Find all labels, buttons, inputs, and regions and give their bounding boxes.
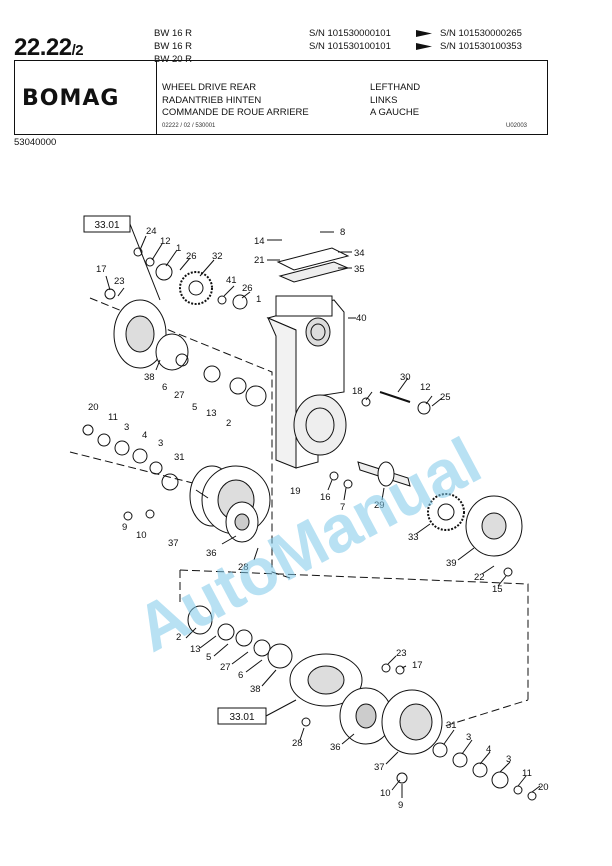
part-number: 53040000 <box>14 137 57 148</box>
callout: 22 <box>474 572 485 583</box>
callout: 15 <box>492 584 503 595</box>
callout: 29 <box>374 500 385 511</box>
callout: 10 <box>380 788 391 799</box>
callout: 8 <box>340 227 345 238</box>
arrow-right-icon <box>416 43 432 50</box>
callout: 31 <box>174 452 185 463</box>
reference-box <box>217 707 267 725</box>
callout: 19 <box>290 486 301 497</box>
callout: 5 <box>206 652 211 663</box>
serial-from-line: S/N 101530100101 <box>309 41 391 52</box>
callout: 5 <box>192 402 197 413</box>
side-line: A GAUCHE <box>370 107 420 118</box>
callout: 6 <box>238 670 243 681</box>
callout: 13 <box>190 644 201 655</box>
callout: 9 <box>122 522 127 533</box>
callout: 4 <box>486 744 491 755</box>
callout: 9 <box>398 800 403 811</box>
callout: 17 <box>96 264 107 275</box>
callout: 34 <box>354 248 365 259</box>
callout: 10 <box>136 530 147 541</box>
callout: 28 <box>292 738 303 749</box>
callout: 3 <box>466 732 471 743</box>
callout: 23 <box>396 648 407 659</box>
reference-box <box>83 215 131 233</box>
assembly-title: WHEEL DRIVE REAR RADANTRIEB HINTEN COMMA… <box>162 82 309 120</box>
callout: 31 <box>446 720 457 731</box>
callout: 39 <box>446 558 457 569</box>
callout: 41 <box>226 275 237 286</box>
reference-box-label: 33.01 <box>229 712 254 723</box>
callout: 27 <box>220 662 231 673</box>
callout: 1 <box>256 294 261 305</box>
model-line: BW 16 R <box>154 41 193 52</box>
callout: 20 <box>538 782 549 793</box>
callout: 24 <box>146 226 157 237</box>
callout: 37 <box>374 762 385 773</box>
title-line: COMMANDE DE ROUE ARRIERE <box>162 107 309 118</box>
callout: 38 <box>144 372 155 383</box>
side-line: LEFTHAND <box>370 82 421 93</box>
callout: 12 <box>160 236 171 247</box>
callout: 35 <box>354 264 365 275</box>
callout: 32 <box>212 251 223 262</box>
callout: 40 <box>356 313 367 324</box>
callout: 38 <box>250 684 261 695</box>
page-number: 22.22/2 <box>14 34 84 61</box>
callout: 2 <box>226 418 231 429</box>
serial-to-line: S/N 101530000265 <box>440 28 522 39</box>
callout: 17 <box>412 660 423 671</box>
reference-box-label: 33.01 <box>94 220 119 231</box>
callout: 37 <box>168 538 179 549</box>
callout: 33 <box>408 532 419 543</box>
callout: 1 <box>176 243 181 254</box>
callout: 27 <box>174 390 185 401</box>
callout: 11 <box>522 768 532 779</box>
serial-to: S/N 101530000265 S/N 101530100353 <box>440 27 522 53</box>
side-line: LINKS <box>370 94 398 106</box>
callout: 7 <box>340 502 345 513</box>
callout: 18 <box>352 386 363 397</box>
callout: 3 <box>158 438 163 449</box>
arrow-right-icon <box>416 30 432 37</box>
model-line: BW 16 R <box>154 28 193 39</box>
callout: 30 <box>400 372 411 383</box>
side-designation: LEFTHAND LINKS A GAUCHE <box>370 82 420 120</box>
callout: 36 <box>206 548 217 559</box>
model-line: BW 20 R <box>154 54 193 65</box>
title-line: WHEEL DRIVE REAR <box>162 82 257 93</box>
serial-from: S/N 101530000101 S/N 101530100101 <box>309 27 391 53</box>
callout: 28 <box>238 562 249 573</box>
callout: 23 <box>114 276 125 287</box>
callout: 2 <box>176 632 181 643</box>
title-block-frame <box>14 60 548 135</box>
callout: 36 <box>330 742 341 753</box>
callout: 26 <box>186 251 197 262</box>
model-list: BW 16 R BW 16 R BW 20 R <box>154 27 192 66</box>
callout: 3 <box>506 754 511 765</box>
callout: 21 <box>254 255 265 266</box>
callout: 14 <box>254 236 265 247</box>
callout: 3 <box>124 422 129 433</box>
callout: 12 <box>420 382 431 393</box>
callout: 13 <box>206 408 217 419</box>
callout: 20 <box>88 402 99 413</box>
callout: 4 <box>142 430 147 441</box>
callout: 16 <box>320 492 331 503</box>
callout: 25 <box>440 392 451 403</box>
serial-to-line: S/N 101530100353 <box>440 41 522 52</box>
callout: 6 <box>162 382 167 393</box>
callout: 26 <box>242 283 253 294</box>
title-line: RADANTRIEB HINTEN <box>162 94 262 106</box>
bomag-logo: BOMAG <box>22 86 120 111</box>
callout: 11 <box>108 412 118 423</box>
serial-from-line: S/N 101530000101 <box>309 28 391 39</box>
document-reference: 02222 / 02 / 530001 <box>162 123 216 129</box>
drawing-id: U02003 <box>506 123 528 129</box>
